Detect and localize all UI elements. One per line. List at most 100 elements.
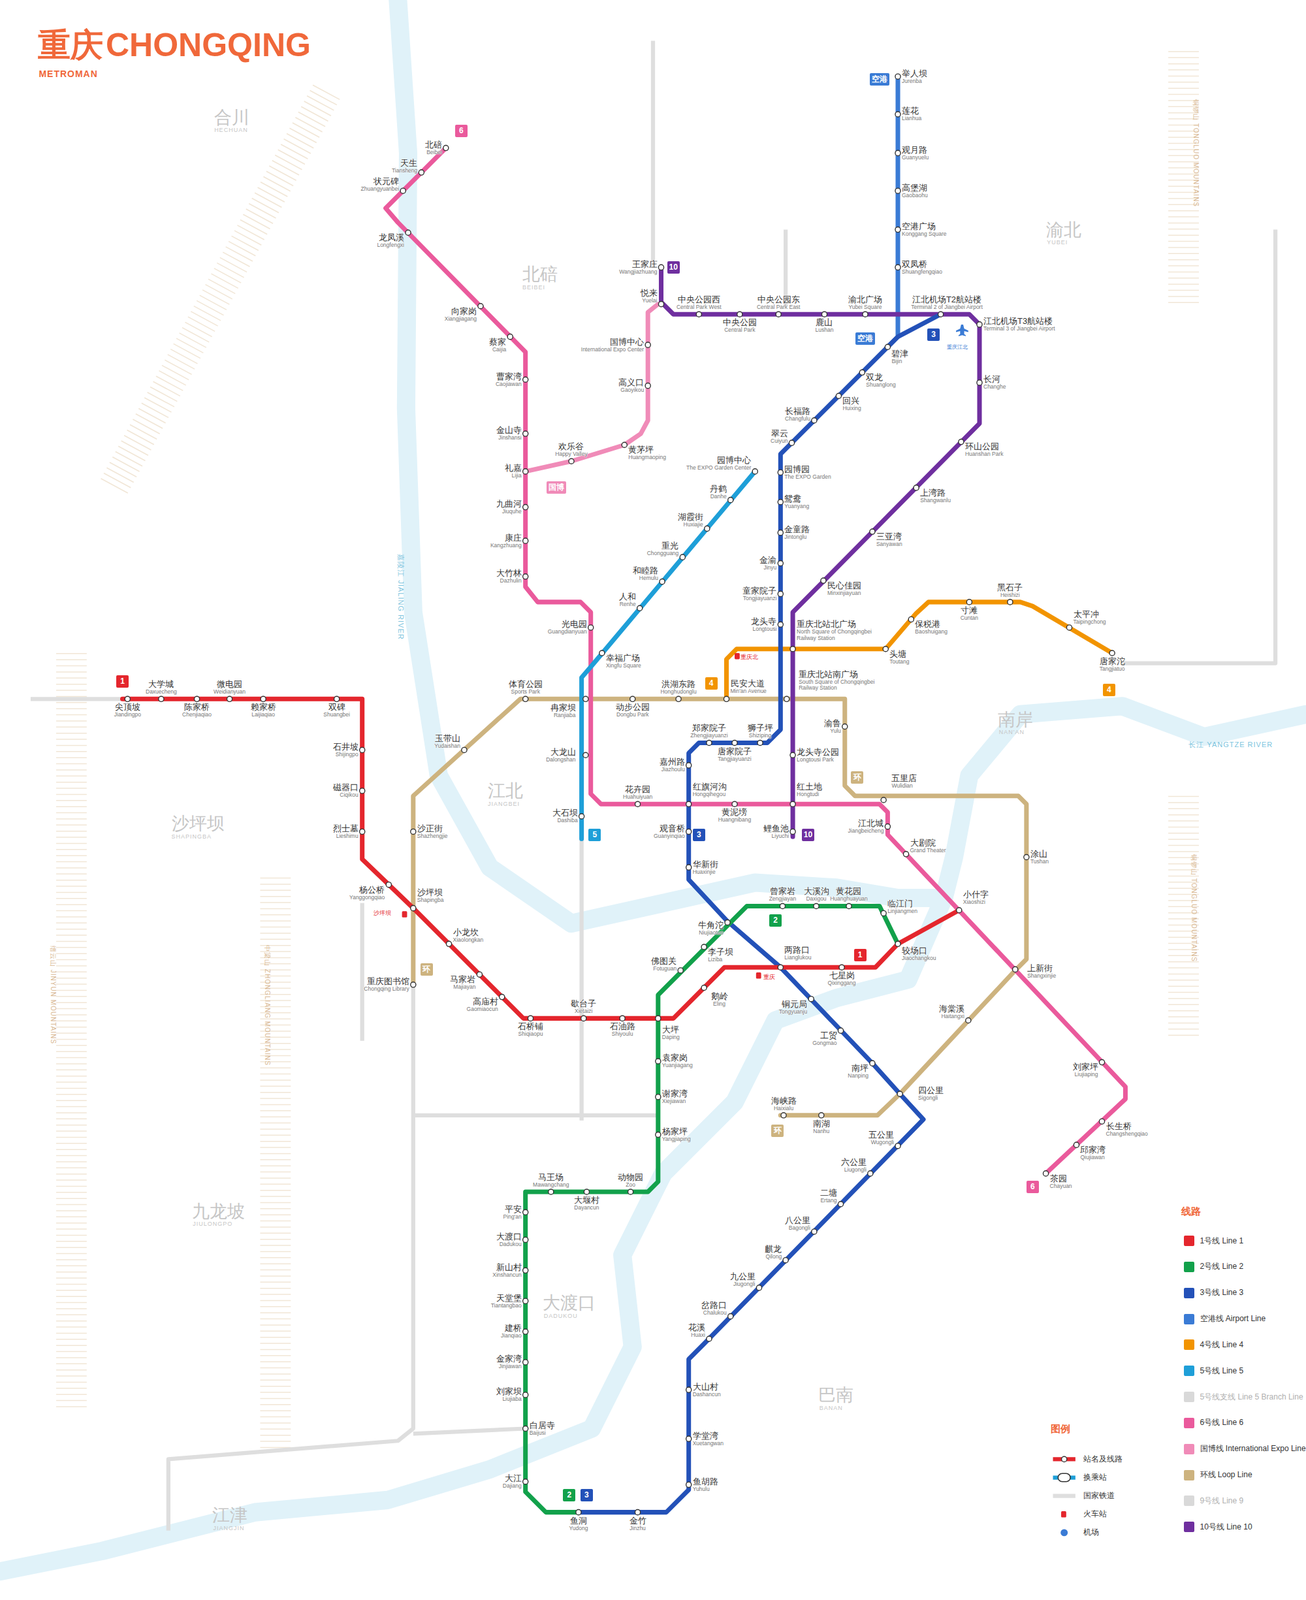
station-name-en: Gongmao [812,1040,837,1047]
station-name-en: Tangjiayuanzi [717,756,752,763]
station-name: 鱼洞 [569,1516,589,1526]
station-label: 尖顶坡Jiandingpo [114,702,142,718]
station-name-en: Honghudonglu [660,688,697,695]
station-dot [859,369,865,375]
station-label: 黄茅坪Huangmaoping [628,445,667,461]
station-label: 马家岩Majiayan [449,974,476,990]
station-name: 鲤鱼池 [763,824,789,834]
station-label: 烈士墓Lieshimu [333,824,359,840]
station-label: 郑家院子Zhengjiayuanzi [690,723,728,739]
station-label: 海棠溪Haitangxi [939,1004,965,1020]
station-name: 高庙村 [466,997,499,1007]
station-name: 南湖 [812,1119,830,1129]
station-name-en: Jiaochangkou [901,955,936,962]
station-name: 华新街 [692,860,719,870]
line-1 [122,698,960,1019]
station-name: 曾家岩 [769,886,797,896]
station-name: 重庆北站北广场 [796,619,879,629]
station-dot [882,646,889,652]
legend-text: 国博线 International Expo Line [1200,1443,1306,1455]
station-name: 唐家沱 [1099,656,1126,667]
station-dot [260,696,266,702]
station-name: 国博中心 [581,337,644,347]
station-name-en: Yangjiaping [662,1136,691,1143]
station-name: 长生桥 [1106,1121,1148,1131]
station-label: 重庆北站北广场North Square of Chongqingbei Rail… [796,619,879,641]
station-dot [966,599,972,605]
station-name: 高义口 [618,378,644,388]
station-name-en: Yubei Square [848,304,883,311]
station-name-en: Majiayan [449,984,476,990]
station-dot [780,1112,787,1118]
station-name: 江北机场T3航站楼 [983,316,1056,326]
station-name: 建桥 [500,1323,522,1333]
station-name: 洪湖东路 [660,679,697,689]
station-label: 大渡口Dadukou [496,1232,522,1248]
station-dot [686,1386,692,1393]
station-label: 体育公园Sports Park [508,679,543,695]
station-name-en: Dajiang [502,1482,522,1489]
station-name-en: Jintonglu [784,534,810,541]
station-name-en: Xuetangwan [692,1440,724,1447]
station-dot [499,994,505,1000]
line-badge: 空港 [855,332,876,345]
line-badge: 4 [705,677,718,690]
map-label: METROMAN [38,69,98,80]
station-label: 渝鲁Yulu [824,718,842,734]
station-label: 五公里Wugongli [868,1130,894,1146]
line-badge: 5 [588,828,601,842]
station-name-en: Jinjiawan [496,1363,522,1370]
station-name-en: Zoo [617,1181,644,1188]
station-label: 长生桥Changshengqiao [1106,1121,1148,1137]
station-name: 八公里 [784,1215,811,1226]
station-name: 金竹 [629,1516,647,1526]
station-name-en: Lieshimu [333,833,359,840]
station-dot [686,762,692,768]
station-label: 赖家桥Laijiaqiao [250,702,277,718]
station-name: 渝北广场 [848,295,883,305]
station-dot [579,813,585,819]
station-name: 双龙 [865,372,896,383]
station-dot [686,1481,692,1487]
line-badge: 6 [1026,1180,1039,1194]
station-name-en: Yulu [824,728,842,734]
map-label: 重庆 [763,974,776,981]
station-name-en: Dashancun [692,1391,721,1398]
station-label: 冉家坝Ranjiaba [550,703,576,719]
station-dot [523,538,529,544]
station-label: 中央公园东Central Park East [756,295,801,311]
legend-swatch [1183,1417,1195,1429]
station-name: 红旗河沟 [692,782,727,792]
station-label: 金渝Jinyu [759,555,777,571]
station-name-en: Caojiawan [495,381,522,388]
station-name-en: Dalongshan [545,756,576,763]
station-name: 欢乐谷 [555,442,588,452]
station-label: 双凤桥Shuangfengqiao [901,259,943,275]
station-label: 金竹Jinzhu [629,1516,647,1532]
station-name: 黑石子 [997,583,1023,593]
station-label: 莲花Lianhua [901,106,922,122]
station-name-en: Hongtudi [796,791,823,798]
station-name-en: Minxinjiayuan [827,590,862,597]
station-label: 杨家坪Yangjiaping [662,1127,691,1143]
station-name-en: Haixialu [771,1105,797,1112]
line-badge: 10 [801,828,815,842]
station-name: 金山寺 [496,425,522,435]
station-name: 六公里 [841,1157,867,1167]
station-label: 南坪Nanping [847,1063,869,1079]
station-name: 岔路口 [701,1300,727,1310]
station-label: 双碑Shuangbei [323,702,351,718]
map-label: 南岸 [997,710,1034,731]
station-label: 环山公园Huanshan Park [965,442,1004,458]
station-label: 二塘Ertang [820,1188,838,1204]
station-name: 重光 [647,541,680,551]
station-name: 江北城 [848,818,885,829]
station-name: 重庆图书馆 [363,976,409,987]
station-name: 狮子坪 [747,723,774,733]
station-name-en: Jiuquhe [496,508,522,515]
station-label: 四公里Sigongli [918,1085,944,1101]
station-name-en: Lijia [504,472,522,479]
legend-swatch [1183,1339,1195,1350]
station-label: 金童路Jintonglu [784,525,810,541]
station-name-en: Guangdianyuan [547,628,588,635]
